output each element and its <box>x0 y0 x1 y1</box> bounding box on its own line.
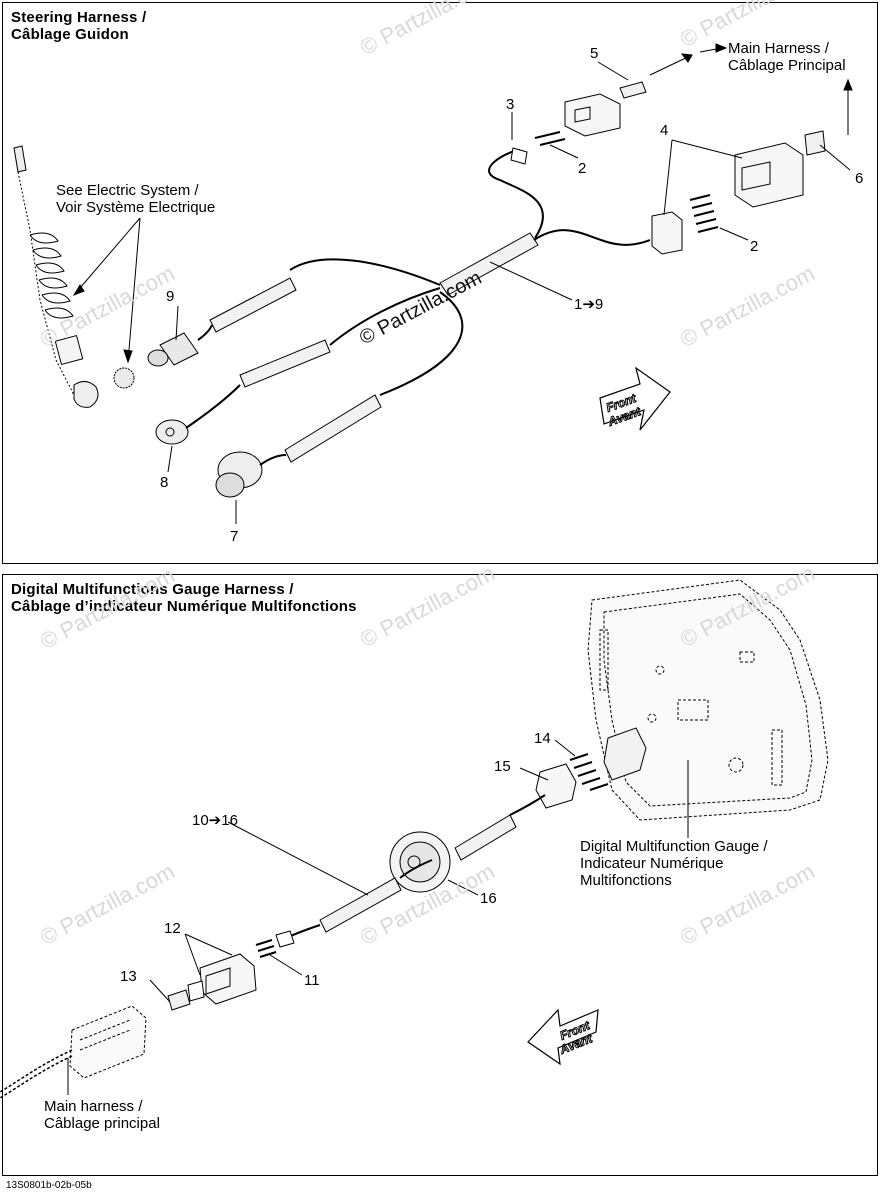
callout-9: 9 <box>166 288 175 305</box>
main-harness-bottom-label: Main harness / Câblage principal <box>44 1098 160 1132</box>
front-arrow-bottom <box>527 1008 599 1066</box>
callout-13: 13 <box>120 968 137 985</box>
steering-coil <box>13 43 853 524</box>
callout-2-right: 2 <box>750 238 759 255</box>
diagram-code: 13S0801b-02b-05b <box>6 1180 92 1191</box>
callout-4: 4 <box>660 122 669 139</box>
callout-16: 16 <box>480 890 497 907</box>
main-harness-top-label: Main Harness / Câblage Principal <box>728 40 846 74</box>
steering-harness-title: Steering Harness / Câblage Guidon <box>11 9 147 43</box>
callout-10-to-16: 10➔16 <box>192 812 238 829</box>
front-arrow-top <box>599 366 671 431</box>
callout-7: 7 <box>230 528 239 545</box>
main-harness-plug <box>0 1005 147 1099</box>
digital-gauge-label: Digital Multifunction Gauge / Indicateur… <box>580 838 768 889</box>
callout-5: 5 <box>590 45 599 62</box>
callout-2-top: 2 <box>578 160 587 177</box>
see-electric-system-label: See Electric System / Voir Système Elect… <box>56 182 216 216</box>
callout-8: 8 <box>160 474 169 491</box>
gauge-harness-title: Digital Multifunctions Gauge Harness / C… <box>11 581 357 615</box>
callout-15: 15 <box>494 758 511 775</box>
callout-1-to-9: 1➔9 <box>574 296 604 313</box>
callout-11: 11 <box>304 972 320 989</box>
callout-3: 3 <box>506 96 515 113</box>
callout-6: 6 <box>855 170 864 187</box>
callout-14: 14 <box>534 730 551 747</box>
digital-gauge <box>587 579 829 821</box>
callout-12: 12 <box>164 920 181 937</box>
